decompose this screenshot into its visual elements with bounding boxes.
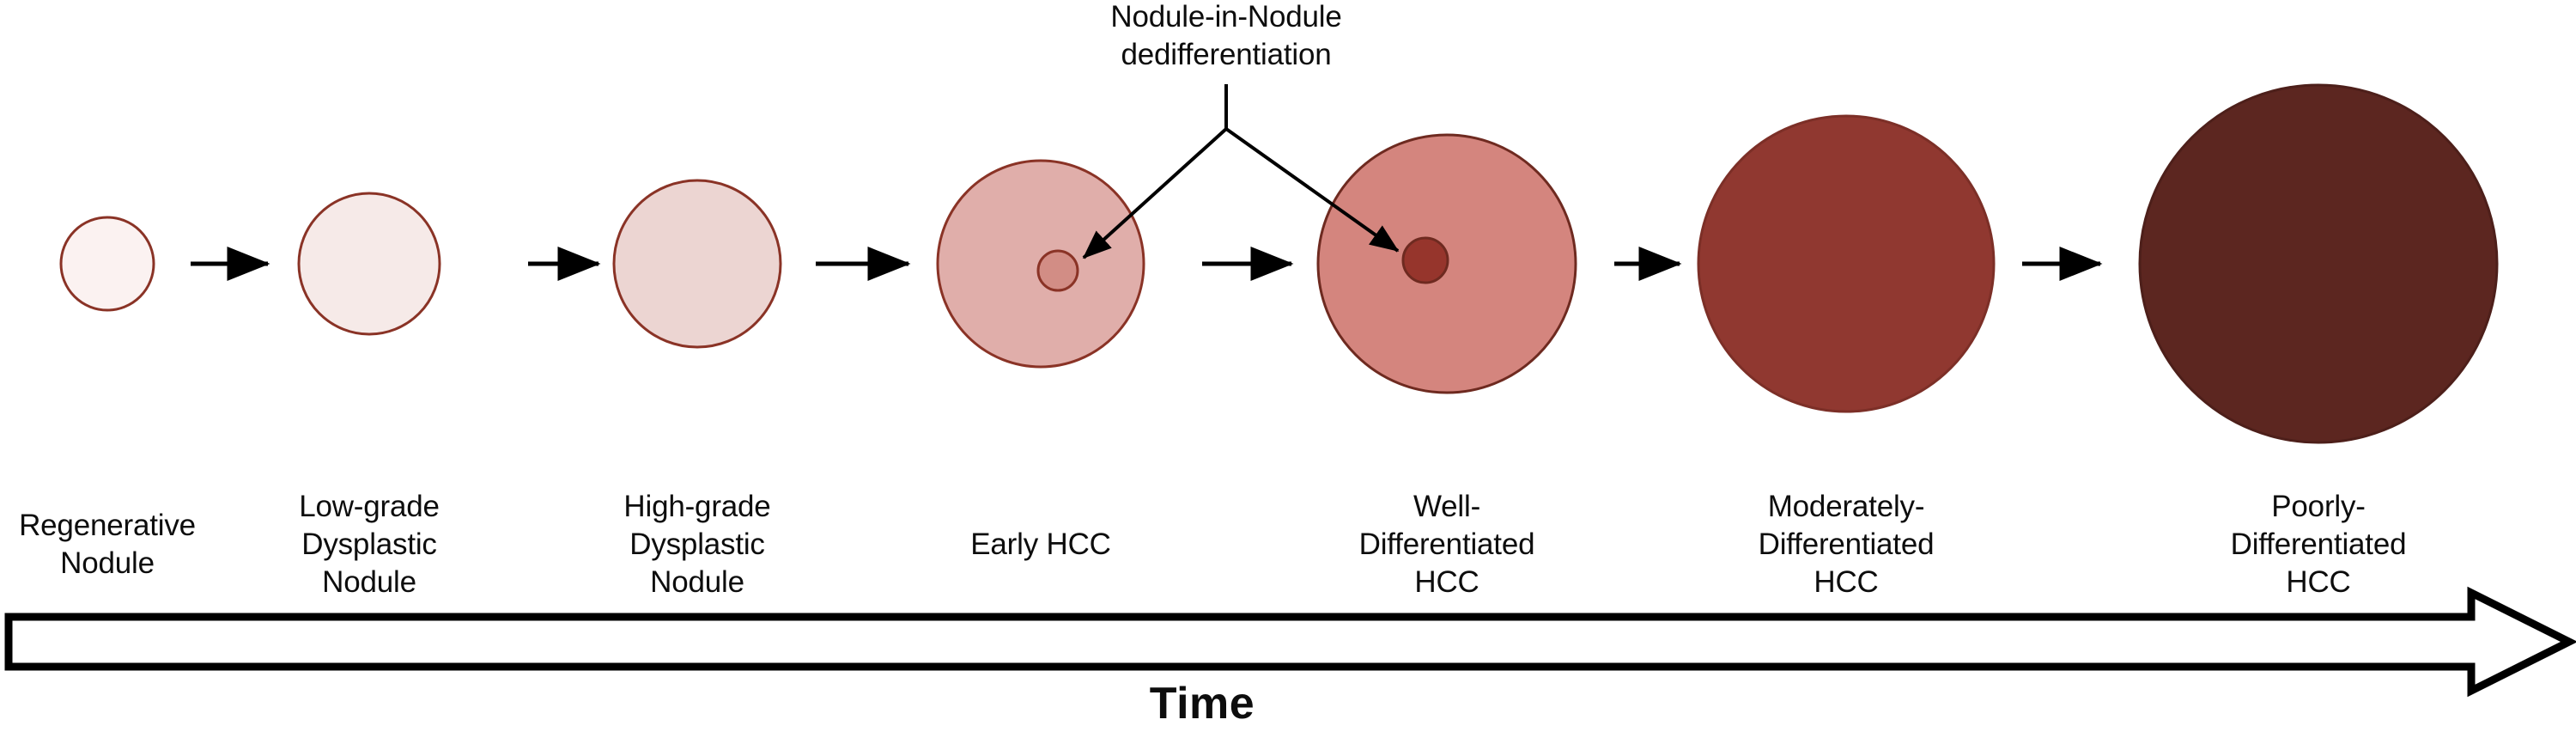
stage-circle-low-grade-dysplastic-nodule — [297, 192, 441, 336]
stage-label-well-differentiated-hcc: Well- Differentiated HCC — [1358, 490, 1535, 599]
stage-label-regenerative-nodule: Regenerative Nodule — [19, 509, 196, 580]
annotation-label: Nodule-in-Nodule dedifferentiation — [1110, 0, 1342, 71]
early-hcc-inner-nodule — [1036, 249, 1079, 292]
stage-circle-early-hcc — [936, 159, 1145, 369]
stage-label-moderately-differentiated-hcc: Moderately- Differentiated HCC — [1758, 490, 1935, 599]
stage-label-high-grade-dysplastic-nodule: High-grade Dysplastic Nodule — [623, 490, 771, 599]
stage-label-low-grade-dysplastic-nodule: Low-grade Dysplastic Nodule — [299, 490, 440, 599]
well-differentiated-hcc-inner-nodule — [1401, 236, 1449, 284]
stage-circle-moderately-differentiated-hcc — [1697, 114, 1996, 413]
stage-circle-poorly-differentiated-hcc — [2138, 83, 2499, 444]
timeline-label: Time — [1149, 679, 1255, 729]
stage-label-early-hcc: Early HCC — [970, 528, 1111, 561]
stage-circle-regenerative-nodule — [59, 216, 155, 312]
stage-label-poorly-differentiated-hcc: Poorly- Differentiated HCC — [2230, 490, 2407, 599]
stage-circle-high-grade-dysplastic-nodule — [612, 179, 782, 349]
annotation-pointer-branch-right — [1224, 127, 1400, 253]
annotation-pointer — [1082, 84, 1400, 259]
stage-circle-well-differentiated-hcc — [1316, 133, 1577, 394]
annotation-pointer-branch-left — [1082, 127, 1228, 259]
timeline-arrow — [4, 586, 2576, 698]
